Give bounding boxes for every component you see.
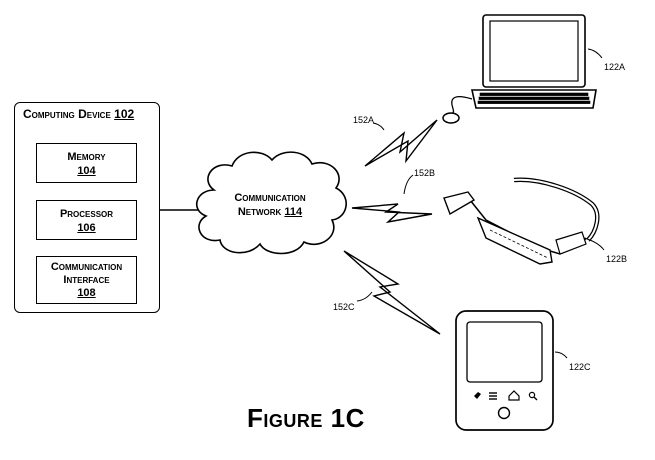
computing-device-title: Computing Device 102 xyxy=(23,108,134,120)
laptop-icon xyxy=(442,14,597,124)
memory-label: Memory xyxy=(67,151,106,163)
leader-122b xyxy=(583,237,605,251)
processor-label: Processor xyxy=(59,208,114,220)
communication-interface-label-1: Communication xyxy=(50,261,123,273)
link-label-152c: 152C xyxy=(333,302,355,312)
computing-device-title-text: Computing Device xyxy=(23,107,111,121)
smart-glasses-icon xyxy=(443,177,600,265)
network-label-line2: Network 114 xyxy=(229,207,311,218)
device-label-122a: 122A xyxy=(604,62,626,72)
wireless-link-152c xyxy=(343,250,441,335)
processor-number: 106 xyxy=(77,222,96,234)
computing-device-box xyxy=(14,102,160,313)
leader-152b xyxy=(403,174,414,195)
leader-122a xyxy=(587,48,603,59)
memory-box: Memory 104 xyxy=(36,143,137,183)
network-label-text: Network xyxy=(237,206,282,218)
communication-interface-box: Communication Interface 108 xyxy=(36,256,137,304)
network-label-line1: Communication xyxy=(234,192,306,204)
computing-device-number: 102 xyxy=(114,107,135,121)
network-number: 114 xyxy=(284,206,303,218)
leader-122c xyxy=(554,351,568,359)
leader-152a xyxy=(372,122,385,131)
memory-number: 104 xyxy=(77,165,96,177)
communication-interface-label-2: Interface xyxy=(63,274,110,286)
device-label-122b: 122B xyxy=(606,254,628,264)
wireless-link-152a xyxy=(364,119,438,167)
smartphone-icon xyxy=(455,310,554,431)
link-label-152b: 152B xyxy=(414,168,436,178)
communication-interface-number: 108 xyxy=(77,287,96,299)
link-label-152a: 152A xyxy=(353,115,375,125)
processor-box: Processor 106 xyxy=(36,200,137,240)
wireless-link-152b xyxy=(351,203,433,224)
cloud-shape xyxy=(195,151,347,255)
device-label-122c: 122C xyxy=(569,362,591,372)
leader-152c xyxy=(356,291,373,302)
figure-title: Figure 1C xyxy=(247,403,365,433)
